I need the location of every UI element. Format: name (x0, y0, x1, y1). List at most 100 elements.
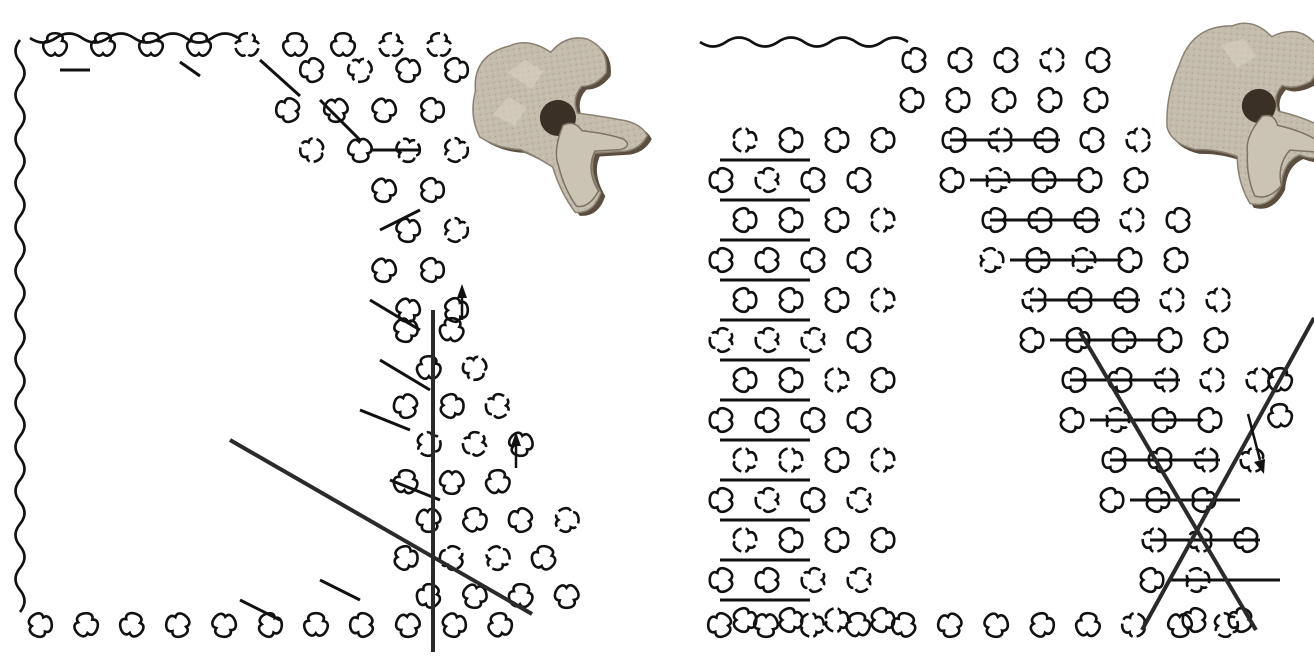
puzzle-piece (780, 368, 802, 392)
puzzle-piece (938, 614, 961, 637)
puzzle-piece (734, 208, 756, 232)
puzzle-piece (1122, 613, 1145, 637)
puzzle-piece (187, 33, 211, 55)
puzzle-piece (421, 178, 444, 202)
puzzle-piece (801, 613, 824, 637)
puzzle-piece (872, 448, 894, 472)
puzzle-piece (802, 328, 824, 352)
puzzle-piece (710, 408, 732, 432)
puzzle-piece (780, 528, 802, 552)
top-wavy-border (700, 38, 908, 47)
puzzle-piece (276, 98, 299, 122)
puzzle-piece (300, 138, 323, 162)
tile-bar (320, 100, 360, 140)
puzzle-piece (734, 288, 756, 312)
puzzle-piece (395, 546, 418, 570)
puzzle-piece (872, 608, 894, 632)
tile-bar (180, 62, 200, 76)
puzzle-piece (848, 568, 870, 592)
puzzle-piece (756, 248, 778, 272)
right-diagram-panel (660, 0, 1314, 659)
puzzle-piece (486, 470, 510, 493)
puzzle-piece (1165, 248, 1187, 272)
puzzle-piece (708, 613, 731, 637)
puzzle-piece (984, 614, 1007, 637)
puzzle-piece (826, 128, 848, 152)
puzzle-piece (166, 613, 189, 636)
puzzle-piece (949, 48, 971, 72)
puzzle-piece (826, 208, 848, 232)
puzzle-piece (445, 58, 468, 82)
puzzle-piece (509, 508, 532, 531)
puzzle-piece (848, 248, 870, 272)
puzzle-piece (981, 248, 1003, 272)
puzzle-piece (1127, 128, 1149, 152)
tile-bar (360, 410, 410, 430)
puzzle-piece (734, 448, 756, 472)
puzzle-piece (903, 48, 925, 72)
puzzle-piece (756, 488, 778, 512)
puzzle-piece (445, 138, 468, 162)
puzzle-piece (463, 357, 486, 380)
puzzle-piece (1031, 613, 1054, 636)
puzzle-piece (417, 509, 441, 532)
puzzle-piece (1121, 208, 1143, 232)
puzzle-piece (1215, 613, 1238, 637)
puzzle-piece (489, 613, 512, 636)
puzzle-piece (993, 88, 1015, 112)
puzzle-piece (1159, 328, 1181, 352)
puzzle-piece (283, 33, 307, 55)
puzzle-piece (872, 368, 894, 392)
puzzle-piece (780, 288, 802, 312)
puzzle-piece (754, 614, 778, 636)
puzzle-piece (1061, 408, 1083, 432)
puzzle-piece (872, 528, 894, 552)
puzzle-piece (1268, 404, 1292, 427)
puzzle-piece (802, 168, 824, 192)
puzzle-piece (487, 546, 510, 569)
puzzle-piece (324, 99, 348, 122)
puzzle-piece (555, 585, 579, 608)
puzzle-piece (396, 614, 420, 637)
puzzle-piece (1141, 568, 1163, 592)
puzzle-piece (756, 168, 778, 192)
puzzle-piece (486, 394, 509, 418)
puzzle-piece (417, 584, 440, 607)
puzzle-piece (826, 288, 848, 312)
puzzle-piece (710, 248, 732, 272)
puzzle-piece (1161, 288, 1183, 312)
puzzle-piece (1125, 168, 1147, 192)
puzzle-piece (331, 33, 355, 55)
puzzle-piece (91, 33, 115, 55)
puzzle-piece (756, 568, 778, 592)
puzzle-piece (734, 128, 756, 152)
puzzle-piece (396, 59, 419, 82)
puzzle-piece (1039, 88, 1061, 112)
puzzle-piece (421, 258, 444, 282)
puzzle-piece (780, 448, 802, 472)
puzzle-piece (417, 356, 441, 378)
puzzle-piece (304, 613, 328, 635)
puzzle-piece (780, 608, 802, 632)
puzzle-piece (734, 368, 756, 392)
puzzle-piece (710, 568, 732, 592)
puzzle-piece (826, 368, 848, 392)
puzzle-piece (756, 328, 778, 352)
puzzle-piece (1076, 613, 1100, 636)
tile-bar (320, 580, 360, 600)
puzzle-piece (780, 128, 802, 152)
puzzle-piece (440, 471, 464, 494)
puzzle-piece (872, 208, 894, 232)
puzzle-piece (235, 33, 259, 55)
puzzle-piece (802, 488, 824, 512)
puzzle-piece (74, 613, 97, 636)
stone-piece-photo (1161, 18, 1314, 214)
puzzle-piece (802, 408, 824, 432)
puzzle-piece (1079, 168, 1101, 192)
puzzle-piece (1199, 408, 1221, 432)
puzzle-piece (350, 613, 373, 637)
puzzle-piece (372, 259, 395, 282)
puzzle-piece (826, 448, 848, 472)
puzzle-piece (1041, 48, 1063, 72)
puzzle-piece (1247, 368, 1269, 392)
